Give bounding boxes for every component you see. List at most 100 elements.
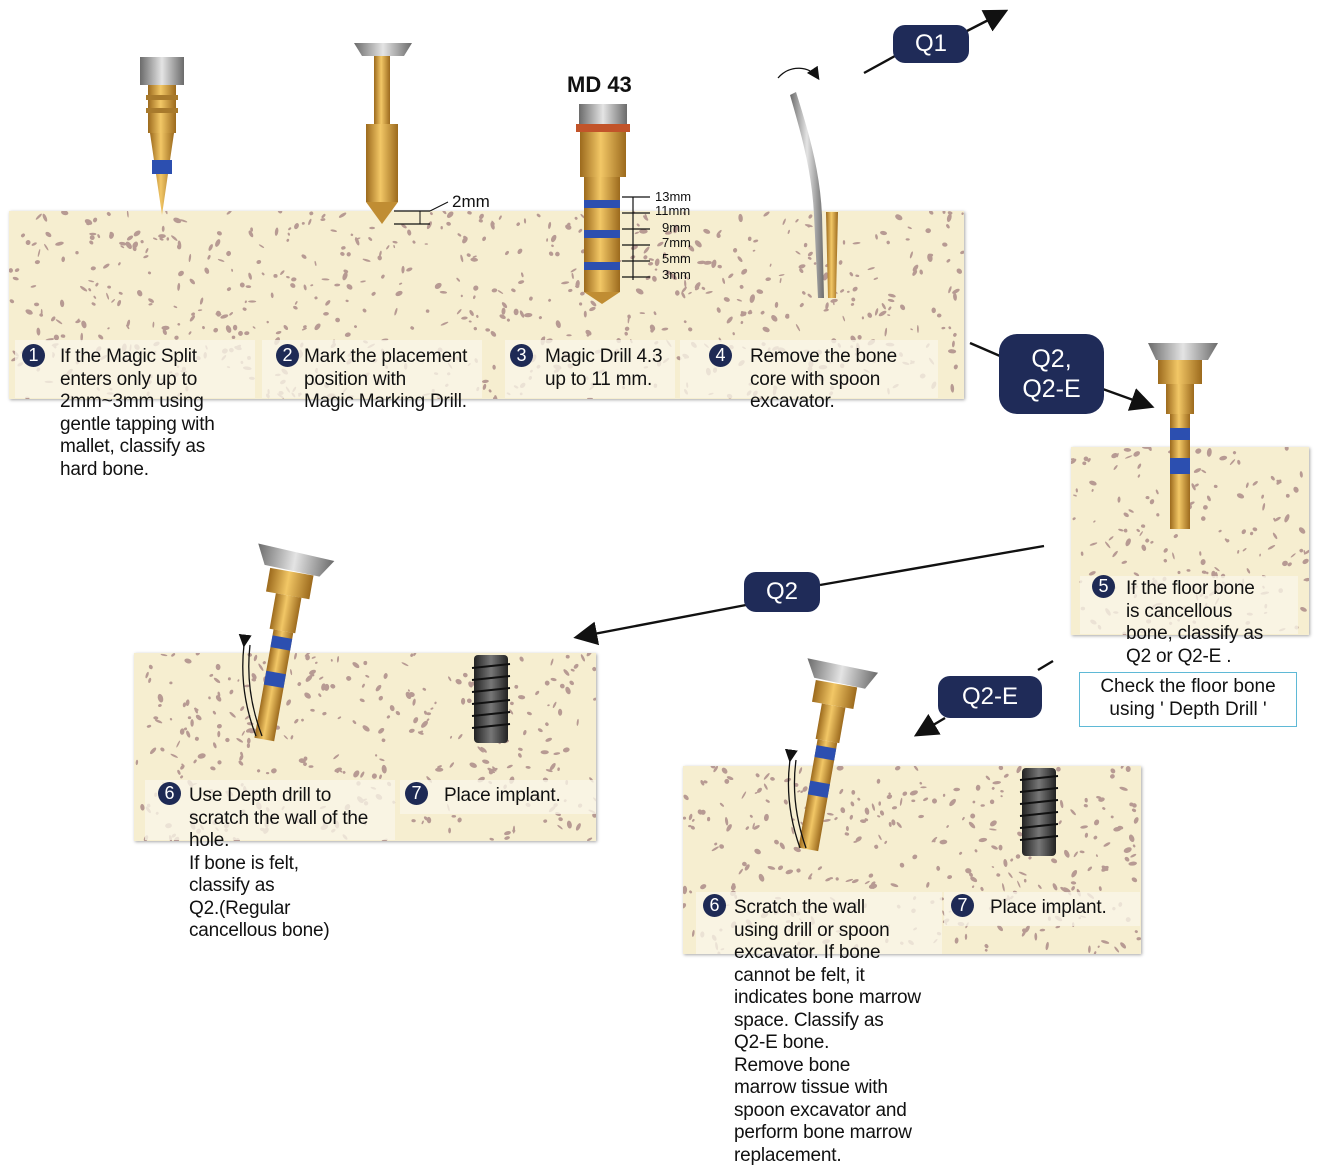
bone-speckle xyxy=(807,256,812,260)
bone-speckle xyxy=(485,328,490,332)
bone-speckle xyxy=(482,379,489,383)
bone-speckle xyxy=(303,691,312,700)
bone-speckle xyxy=(925,882,930,889)
bone-speckle xyxy=(593,697,596,701)
bone-speckle xyxy=(989,819,998,828)
bone-speckle xyxy=(580,213,586,219)
bone-speckle xyxy=(210,766,217,771)
bone-speckle xyxy=(825,302,830,310)
bone-speckle xyxy=(925,228,931,233)
bone-speckle xyxy=(1049,771,1056,777)
bone-speckle xyxy=(948,798,957,807)
bone-speckle xyxy=(1073,851,1079,858)
bone-speckle xyxy=(266,772,270,774)
bone-speckle xyxy=(823,819,832,823)
bone-speckle xyxy=(1252,527,1258,532)
md43-label: MD 43 xyxy=(567,72,632,98)
bone-speckle xyxy=(740,268,748,276)
bone-speckle xyxy=(534,690,540,696)
bone-speckle xyxy=(158,704,163,708)
bone-speckle xyxy=(271,292,274,298)
bone-speckle xyxy=(203,267,210,275)
bone-speckle xyxy=(795,250,801,255)
bone-speckle xyxy=(984,943,990,949)
bone-speckle xyxy=(361,683,365,688)
bone-speckle xyxy=(188,331,192,335)
bone-speckle xyxy=(80,320,87,329)
bone-speckle xyxy=(1084,832,1088,838)
bone-speckle xyxy=(148,664,153,670)
bone-speckle xyxy=(460,254,464,262)
bone-speckle xyxy=(550,234,558,243)
bone-speckle xyxy=(839,788,845,795)
bone-speckle xyxy=(456,277,461,282)
bone-speckle xyxy=(543,819,548,823)
bone-speckle xyxy=(960,250,964,255)
bone-speckle xyxy=(748,236,752,241)
bone-speckle xyxy=(717,265,722,269)
bone-speckle xyxy=(1010,858,1014,862)
bone-speckle xyxy=(159,747,165,753)
bone-speckle xyxy=(289,282,296,289)
bone-speckle xyxy=(333,754,340,760)
bone-speckle xyxy=(147,297,154,303)
bone-speckle xyxy=(1173,514,1178,519)
bone-speckle xyxy=(526,711,532,716)
bone-speckle xyxy=(822,791,829,798)
bone-speckle xyxy=(881,302,887,310)
bone-speckle xyxy=(953,364,959,370)
bone-speckle xyxy=(536,213,541,218)
bone-speckle xyxy=(1191,483,1197,491)
bone-speckle xyxy=(188,716,192,719)
bone-speckle xyxy=(755,773,760,779)
bone-speckle xyxy=(798,767,803,774)
bone-speckle xyxy=(308,765,313,768)
bone-speckle xyxy=(1141,544,1147,552)
bone-speckle xyxy=(244,684,250,687)
bone-speckle xyxy=(440,321,448,326)
bone-speckle xyxy=(454,678,462,686)
bone-speckle xyxy=(558,817,564,822)
bone-speckle xyxy=(1072,517,1076,521)
bone-speckle xyxy=(511,288,517,293)
bone-speckle xyxy=(1046,848,1051,854)
bone-speckle xyxy=(1128,508,1134,513)
bone-speckle xyxy=(1007,872,1013,879)
bone-speckle xyxy=(190,719,193,727)
bone-speckle xyxy=(590,273,593,276)
bone-speckle xyxy=(286,238,290,242)
bone-speckle xyxy=(1100,865,1109,873)
bone-speckle xyxy=(952,332,957,337)
bone-speckle xyxy=(1123,846,1133,854)
bone-speckle xyxy=(75,251,79,255)
bone-speckle xyxy=(553,752,560,756)
bone-speckle xyxy=(654,258,660,266)
bone-speckle xyxy=(590,231,595,235)
bone-speckle xyxy=(513,826,516,834)
bone-speckle xyxy=(236,737,244,743)
bone-speckle xyxy=(50,316,56,323)
bone-speckle xyxy=(648,258,654,262)
bone-speckle xyxy=(266,321,269,324)
bone-speckle xyxy=(250,672,257,680)
bone-speckle xyxy=(1088,480,1097,487)
bone-speckle xyxy=(1155,489,1159,495)
bone-speckle xyxy=(794,782,799,787)
bone-speckle xyxy=(25,239,31,245)
bone-speckle xyxy=(519,310,525,319)
scale-mark-9mm: 9mm xyxy=(662,221,691,235)
bone-speckle xyxy=(283,324,289,331)
bone-speckle xyxy=(910,328,913,331)
bone-speckle xyxy=(371,291,377,297)
bone-speckle xyxy=(992,781,1001,785)
bone-speckle xyxy=(817,866,823,871)
bone-speckle xyxy=(126,235,134,242)
bone-speckle xyxy=(244,300,247,303)
bone-speckle xyxy=(985,775,991,781)
bone-speckle xyxy=(345,299,349,302)
bone-speckle xyxy=(580,291,586,296)
bone-speckle xyxy=(1070,869,1078,878)
bone-speckle xyxy=(88,288,92,292)
bone-speckle xyxy=(1120,766,1124,769)
bone-speckle xyxy=(928,211,934,216)
